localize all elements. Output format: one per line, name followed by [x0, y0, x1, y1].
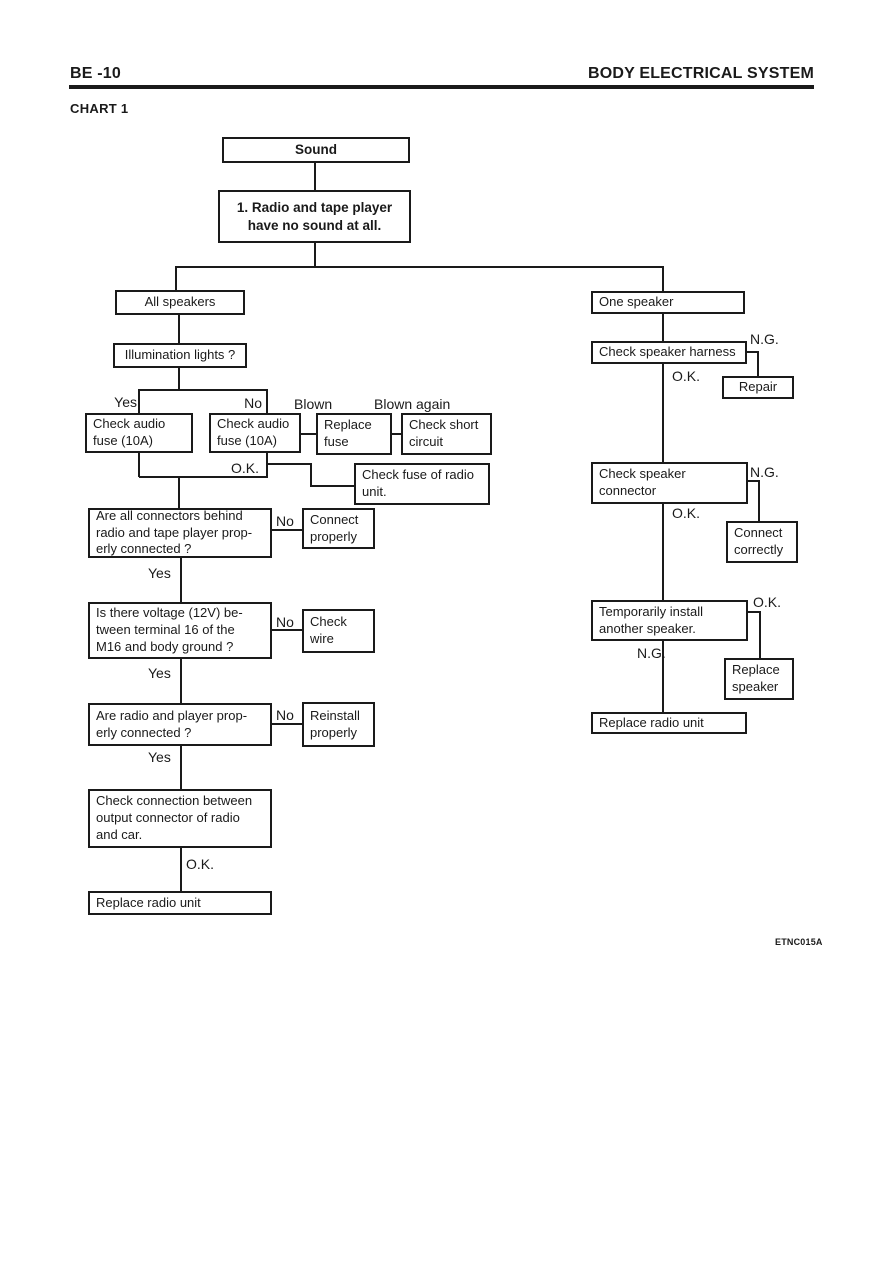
label-no-radio: No	[276, 707, 294, 723]
node-sound: Sound	[222, 137, 410, 163]
node-check-fuse-radio-unit: Check fuse of radio unit.	[354, 463, 490, 505]
label-blown: Blown	[294, 396, 333, 412]
label-ok-connection: O.K.	[186, 856, 215, 872]
node-check-connection: Check connection between output connecto…	[88, 789, 272, 848]
node-connect-correctly: Connect correctly	[726, 521, 798, 563]
header-rule	[69, 85, 814, 89]
section-title: BODY ELECTRICAL SYSTEM	[587, 65, 814, 82]
label-blown-again: Blown again	[374, 396, 451, 412]
node-check-short-circuit: Check short circuit	[401, 413, 492, 455]
chart-title: CHART 1	[70, 101, 129, 116]
node-repair: Repair	[722, 376, 794, 399]
node-replace-fuse: Replace fuse	[316, 413, 392, 455]
node-problem-no-sound: 1. Radio and tape player have no sound a…	[218, 190, 411, 243]
node-replace-radio-unit-left: Replace radio unit	[88, 891, 272, 915]
node-one-speaker: One speaker	[591, 291, 745, 314]
label-ng-temp: N.G.	[637, 645, 666, 661]
node-radio-player-question: Are radio and player prop- erly connecte…	[88, 703, 272, 746]
label-no-connectors: No	[276, 513, 294, 529]
label-yes-connectors: Yes	[148, 565, 171, 581]
label-ok-connector: O.K.	[672, 505, 701, 521]
node-temporarily-install-speaker: Temporarily install another speaker.	[591, 600, 748, 641]
node-reinstall-properly: Reinstall properly	[302, 702, 375, 747]
node-all-speakers: All speakers	[115, 290, 245, 315]
label-yes-voltage: Yes	[148, 665, 171, 681]
label-ok-fuse: O.K.	[231, 460, 260, 476]
node-connectors-question: Are all connectors behind radio and tape…	[88, 508, 272, 558]
node-check-wire: Check wire	[302, 609, 375, 653]
label-yes-fuse: Yes	[114, 394, 137, 410]
figure-code: ETNC015A	[775, 937, 823, 947]
node-illumination-lights: Illumination lights ?	[113, 343, 247, 368]
label-ng-harness: N.G.	[750, 331, 779, 347]
node-replace-speaker: Replace speaker	[724, 658, 794, 700]
label-ok-harness: O.K.	[672, 368, 701, 384]
node-connect-properly: Connect properly	[302, 508, 375, 549]
label-no-voltage: No	[276, 614, 294, 630]
node-check-audio-fuse-yes: Check audio fuse (10A)	[85, 413, 193, 453]
node-check-speaker-connector: Check speaker connector	[591, 462, 748, 504]
node-check-speaker-harness: Check speaker harness	[591, 341, 747, 364]
label-yes-radio: Yes	[148, 749, 171, 765]
node-replace-radio-unit-right: Replace radio unit	[591, 712, 747, 734]
label-no-fuse: No	[244, 395, 262, 411]
node-check-audio-fuse-no: Check audio fuse (10A)	[209, 413, 301, 453]
label-ok-temp: O.K.	[753, 594, 782, 610]
node-voltage-question: Is there voltage (12V) be- tween termina…	[88, 602, 272, 659]
page-number: BE -10	[70, 65, 121, 82]
label-ng-connector: N.G.	[750, 464, 779, 480]
